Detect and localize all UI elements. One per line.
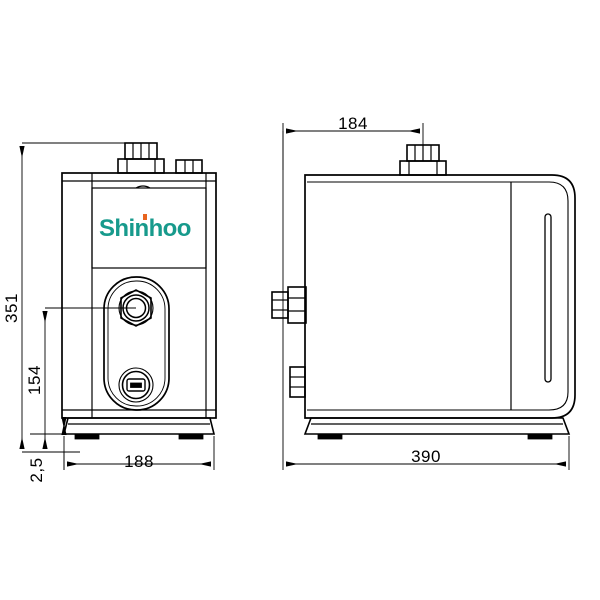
side-upper-connector	[271, 286, 307, 324]
front-logo-panel	[91, 185, 207, 269]
dimension-label-351: 351	[2, 293, 21, 323]
dimension-390	[282, 131, 570, 470]
front-port-recess	[103, 276, 170, 411]
front-top-inlet-fitting	[117, 142, 165, 174]
front-dimension-lines	[19, 142, 215, 470]
dimension-label-184: 184	[338, 114, 368, 133]
side-base-and-feet	[303, 417, 571, 440]
dimension-label-390: 390	[411, 447, 441, 466]
dimension-label-2-5: 2,5	[27, 457, 46, 483]
side-view-geometry	[271, 144, 576, 440]
shinhoo-logo: Shinhoo	[99, 214, 191, 243]
dimension-label-188: 188	[124, 452, 154, 471]
side-lower-connector	[289, 366, 306, 398]
side-dimension-lines	[282, 123, 570, 470]
front-base-and-feet	[62, 417, 216, 440]
front-drain-port	[118, 367, 154, 403]
side-body-outline	[304, 174, 576, 419]
dimension-188	[63, 436, 215, 470]
side-vent-slot	[544, 213, 552, 383]
side-top-inlet-fitting	[399, 144, 447, 176]
logo-accent-dot	[143, 214, 147, 220]
front-top-secondary-fitting	[175, 159, 203, 174]
dimension-label-154: 154	[25, 365, 44, 395]
dimension-154	[42, 307, 136, 449]
front-view-geometry	[61, 142, 217, 440]
